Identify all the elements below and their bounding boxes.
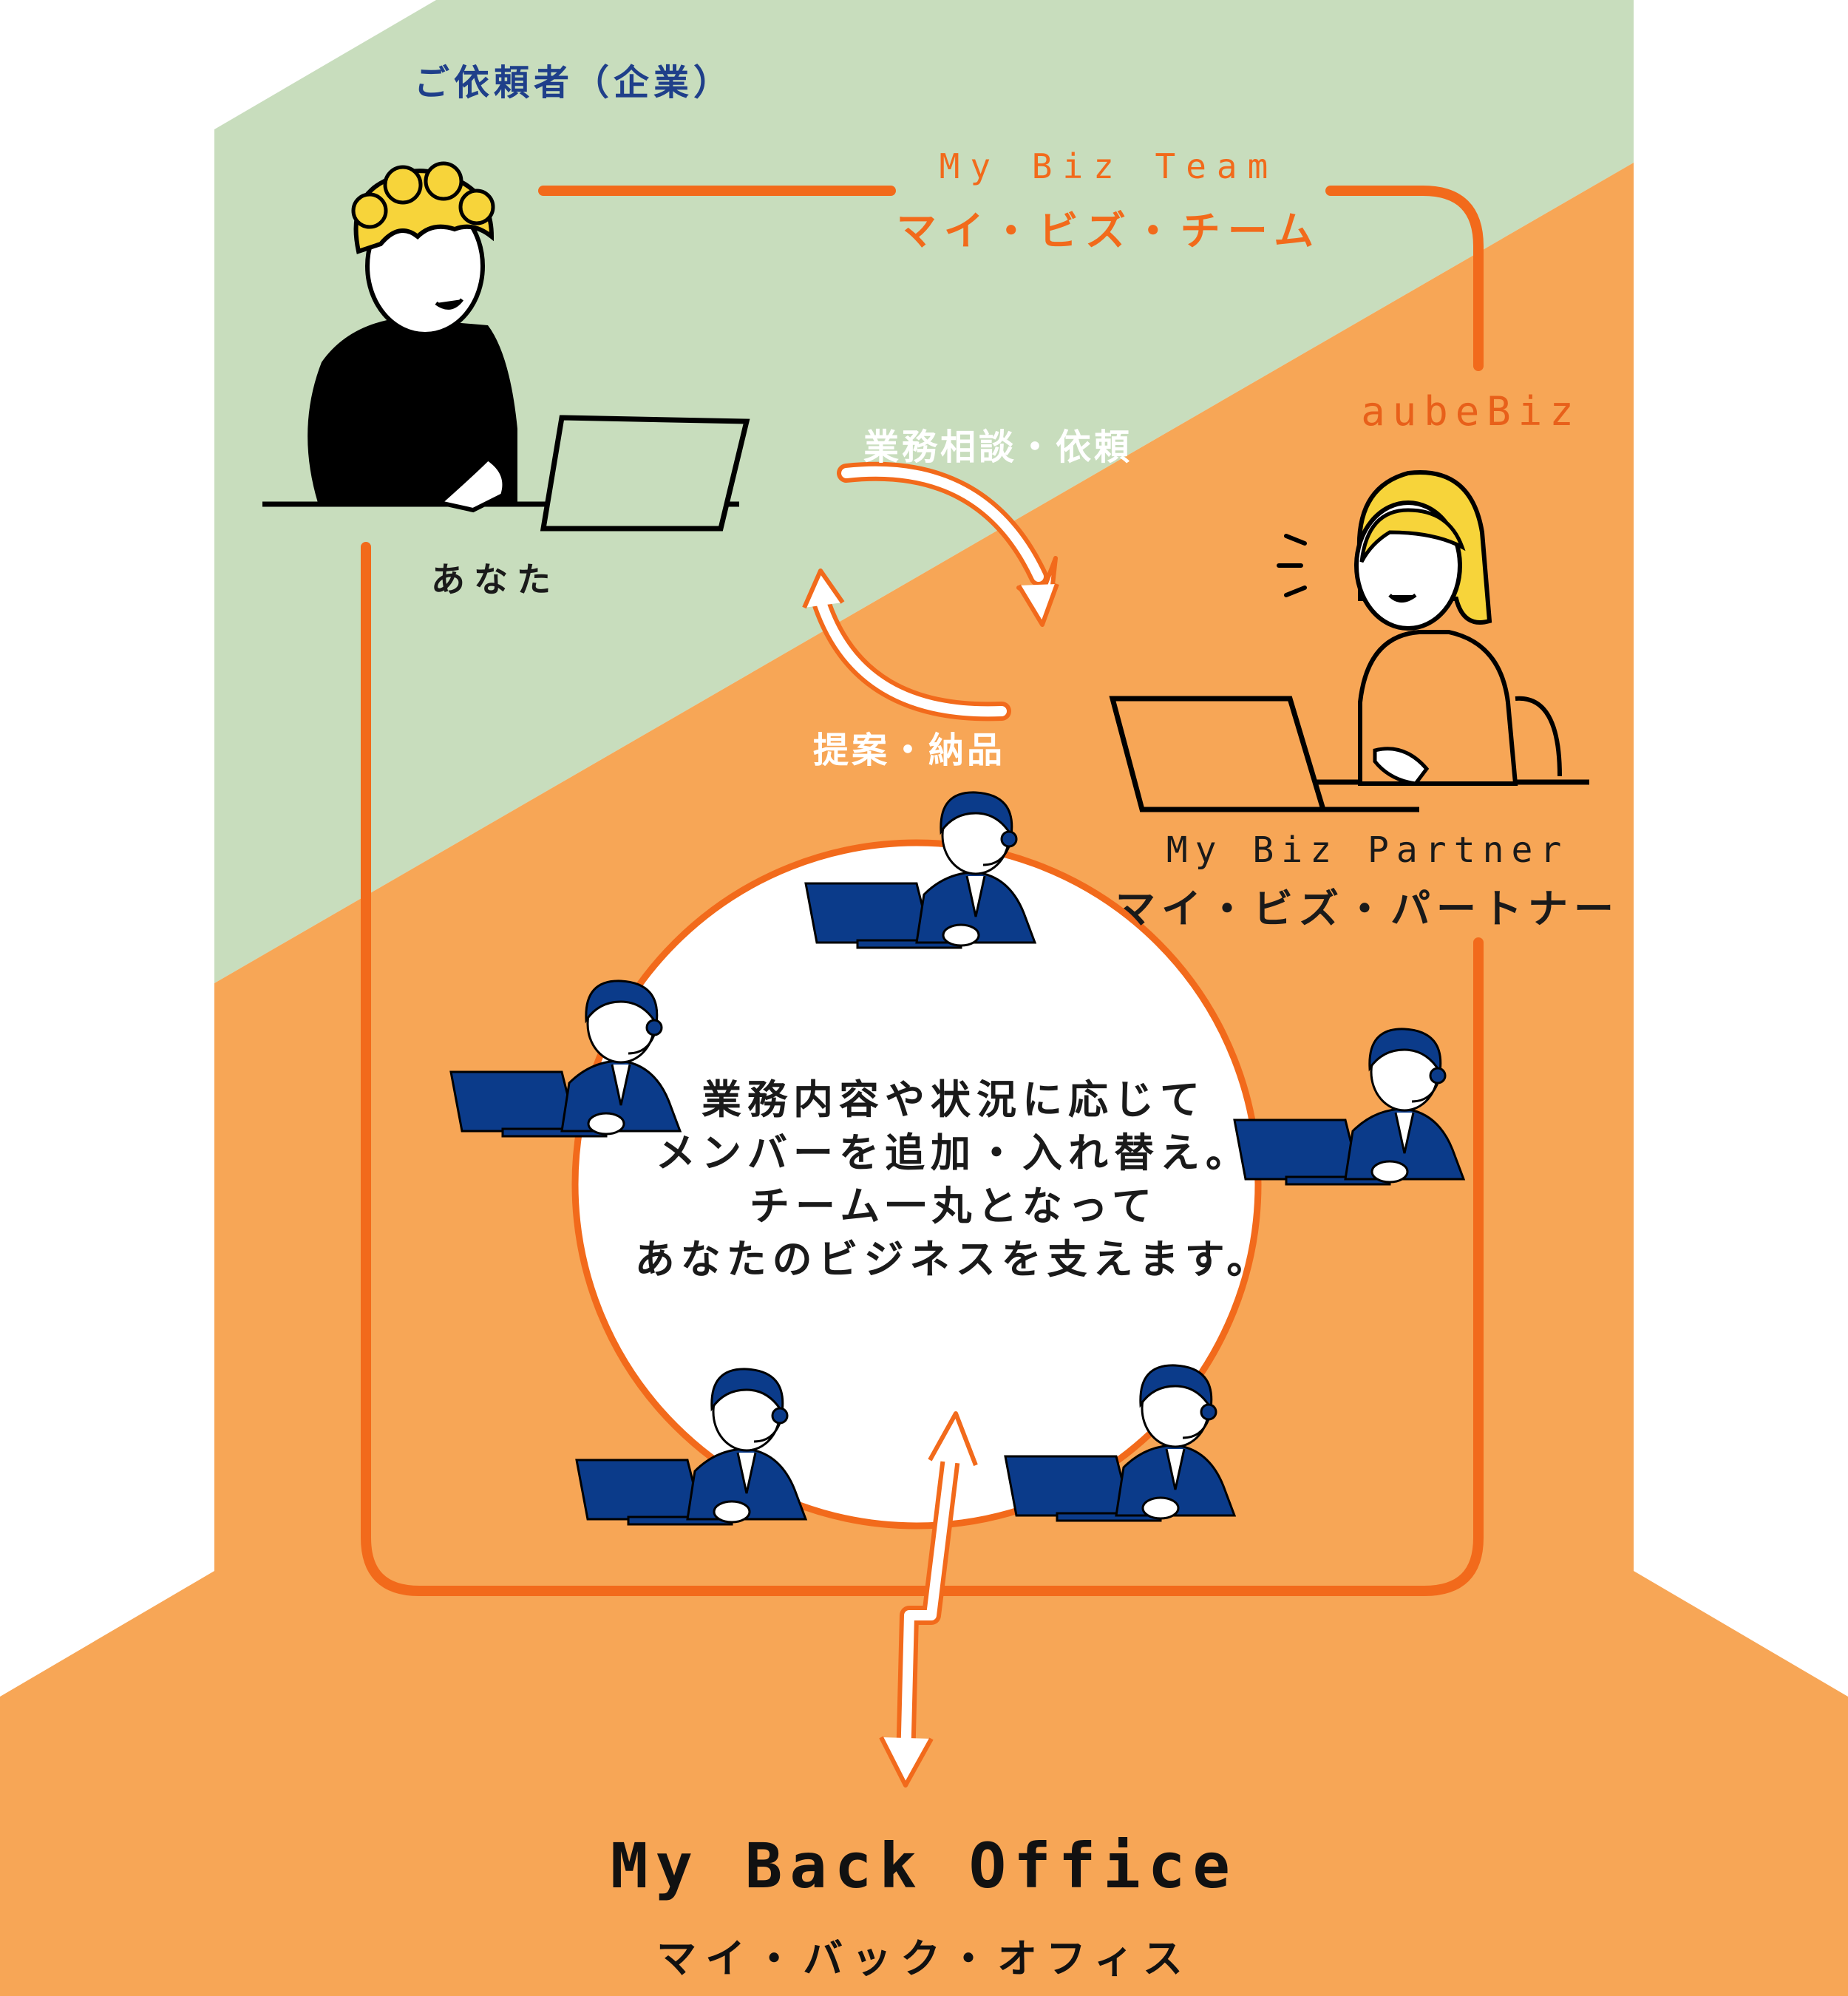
partner-person-illustration bbox=[1109, 470, 1589, 812]
request-label: 業務相談・依頼 bbox=[863, 427, 1132, 468]
team-bracket-line bbox=[538, 186, 1484, 371]
back-office-title-ja: マイ・バック・オフィス bbox=[656, 1935, 1192, 1982]
back-office-loop-line bbox=[361, 542, 1484, 1596]
center-message-line: 業務内容や状況に応じて bbox=[702, 1076, 1206, 1123]
team-circle bbox=[571, 839, 1262, 1530]
deliver-label: 提案・納品 bbox=[812, 730, 1005, 771]
client-label: ご依頼者（企業） bbox=[414, 62, 734, 103]
center-message-line: チーム一丸となって bbox=[749, 1183, 1158, 1229]
center-message-line: メンバーを追加・入れ替え。 bbox=[656, 1130, 1251, 1176]
team-name-ja: マイ・ビズ・チーム bbox=[896, 208, 1322, 254]
back-office-title-en: My Back Office bbox=[610, 1830, 1237, 1902]
team-name-en: My Biz Team bbox=[939, 146, 1279, 186]
partner-name-en: My Biz Partner bbox=[1166, 829, 1569, 871]
center-message: 業務内容や状況に応じて メンバーを追加・入れ替え。 チーム一丸となって あなたの… bbox=[584, 1073, 1323, 1286]
center-message-line: あなたのビジネスを支えます。 bbox=[634, 1236, 1273, 1283]
client-person-illustration bbox=[262, 161, 750, 532]
partner-name-ja: マイ・ビズ・パートナー bbox=[1115, 886, 1620, 932]
you-label: あなた bbox=[431, 560, 560, 600]
green-region bbox=[214, 0, 1634, 983]
brand-label: aubeBiz bbox=[1361, 388, 1581, 435]
